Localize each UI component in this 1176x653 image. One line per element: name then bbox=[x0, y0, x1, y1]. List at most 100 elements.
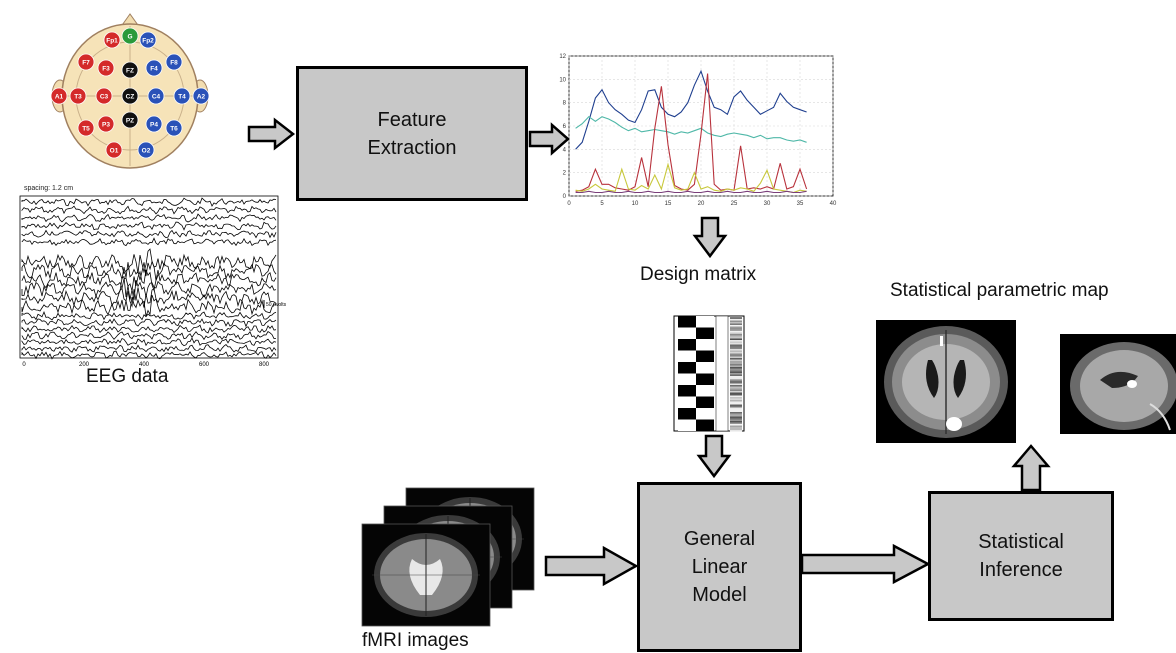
svg-text:F4: F4 bbox=[150, 66, 158, 73]
design-matrix-cell bbox=[696, 385, 714, 397]
eeg-trace bbox=[21, 260, 277, 281]
svg-text:PZ: PZ bbox=[126, 118, 134, 125]
electrode-fp2: Fp2 bbox=[139, 31, 157, 49]
fmri-slice-3 bbox=[361, 523, 491, 627]
eeg-trace bbox=[21, 197, 277, 207]
spm-axial-brain-image bbox=[876, 320, 1016, 443]
electrode-o2: O2 bbox=[137, 141, 155, 159]
svg-text:Fp2: Fp2 bbox=[142, 38, 154, 45]
arrow-design-to-glm bbox=[696, 434, 732, 479]
eeg-x-tick: 200 bbox=[79, 362, 90, 368]
svg-text:O1: O1 bbox=[110, 148, 119, 155]
eeg-trace bbox=[21, 331, 276, 341]
eeg-x-tick: 0 bbox=[22, 362, 26, 368]
chart-series-line-5 bbox=[575, 190, 807, 194]
chart-y-tick: 0 bbox=[563, 194, 567, 200]
design-matrix-cell bbox=[696, 419, 714, 431]
chart-y-tick: 10 bbox=[559, 77, 566, 83]
svg-text:F7: F7 bbox=[82, 60, 90, 67]
eeg-x-tick: 400 bbox=[139, 362, 150, 368]
svg-text:T5: T5 bbox=[82, 126, 90, 133]
chart-x-tick: 20 bbox=[698, 201, 705, 207]
chart-x-tick: 15 bbox=[665, 201, 672, 207]
eeg-trace bbox=[21, 248, 277, 275]
glm-line-2: Linear bbox=[691, 556, 748, 578]
chart-series-line-3 bbox=[575, 73, 808, 192]
electrode-a1: A1 bbox=[50, 87, 68, 105]
electrode-cz: CZ bbox=[121, 87, 139, 105]
design-matrix-cell bbox=[678, 396, 696, 408]
eeg-x-tick: 800 bbox=[259, 362, 270, 368]
design-matrix-cell bbox=[696, 408, 714, 420]
eeg-trace bbox=[21, 344, 277, 353]
design-matrix-cell bbox=[696, 316, 714, 328]
chart-series-line-1 bbox=[575, 69, 807, 150]
chart-x-tick: 30 bbox=[764, 201, 771, 207]
svg-text:P3: P3 bbox=[102, 122, 110, 129]
chart-x-tick: 0 bbox=[567, 201, 571, 207]
eeg-trace bbox=[21, 205, 277, 215]
eeg-trace bbox=[21, 275, 277, 301]
design-matrix-cell bbox=[696, 396, 714, 408]
svg-text:A2: A2 bbox=[197, 94, 206, 101]
arrow-eeg-to-feature bbox=[247, 117, 296, 151]
design-matrix-cell bbox=[678, 385, 696, 397]
eeg-trace bbox=[21, 337, 277, 347]
design-matrix-cell bbox=[696, 339, 714, 351]
arrow-feature-to-chart bbox=[528, 122, 570, 156]
eeg-data-label: EEG data bbox=[86, 366, 169, 387]
design-matrix-image bbox=[673, 315, 745, 432]
chart-x-tick: 40 bbox=[830, 201, 837, 207]
fmri-images-label: fMRI images bbox=[362, 630, 469, 651]
chart-x-tick: 25 bbox=[731, 201, 738, 207]
electrode-f4: F4 bbox=[145, 59, 163, 77]
electrode-c4: C4 bbox=[147, 87, 165, 105]
eeg-trace bbox=[21, 350, 277, 360]
statistical-inference-box: Statistical Inference bbox=[928, 491, 1114, 621]
svg-text:F8: F8 bbox=[170, 60, 178, 67]
arrow-fmri-to-glm bbox=[544, 545, 639, 587]
inference-line-2: Inference bbox=[979, 559, 1063, 581]
chart-y-tick: 6 bbox=[563, 124, 567, 130]
electrode-fp1: Fp1 bbox=[103, 31, 121, 49]
chart-series-line-4 bbox=[575, 162, 807, 194]
chart-y-tick: 2 bbox=[563, 171, 567, 177]
electrode-p3: P3 bbox=[97, 115, 115, 133]
chart-y-tick: 12 bbox=[559, 54, 566, 60]
electrode-o1: O1 bbox=[105, 141, 123, 159]
design-matrix-cell bbox=[678, 419, 696, 431]
chart-x-tick: 5 bbox=[600, 201, 604, 207]
eeg-trace bbox=[21, 237, 277, 247]
design-matrix-cell bbox=[678, 362, 696, 374]
electrode-g: G bbox=[121, 27, 139, 45]
svg-text:C3: C3 bbox=[100, 94, 109, 101]
arrow-chart-to-design bbox=[692, 216, 728, 259]
electrode-f7: F7 bbox=[77, 53, 95, 71]
inference-line-1: Statistical bbox=[978, 531, 1064, 553]
svg-text:T3: T3 bbox=[74, 94, 82, 101]
design-matrix-cell bbox=[696, 362, 714, 374]
svg-text:P4: P4 bbox=[150, 122, 158, 129]
electrode-c3: C3 bbox=[95, 87, 113, 105]
spm-sagittal-brain-image bbox=[1060, 334, 1176, 434]
eeg-trace bbox=[21, 324, 277, 334]
arrow-glm-to-inference bbox=[800, 543, 931, 585]
chart-series-line-2 bbox=[575, 115, 807, 143]
design-matrix-cell bbox=[678, 339, 696, 351]
svg-text:T4: T4 bbox=[178, 94, 186, 101]
svg-text:FZ: FZ bbox=[126, 68, 134, 75]
glm-line-3: Model bbox=[692, 584, 747, 606]
electrode-fz: FZ bbox=[121, 61, 139, 79]
design-matrix-cell bbox=[696, 350, 714, 362]
eeg-trace bbox=[21, 311, 277, 321]
design-matrix-cell bbox=[678, 408, 696, 420]
design-matrix-cell bbox=[696, 373, 714, 385]
svg-text:Fp1: Fp1 bbox=[106, 38, 118, 45]
design-matrix-cell bbox=[678, 316, 696, 328]
arrow-inference-to-spm bbox=[1011, 444, 1051, 492]
design-matrix-label: Design matrix bbox=[640, 264, 757, 285]
statistical-parametric-map-label: Statistical parametric map bbox=[890, 280, 1109, 301]
electrode-f3: F3 bbox=[97, 59, 115, 77]
